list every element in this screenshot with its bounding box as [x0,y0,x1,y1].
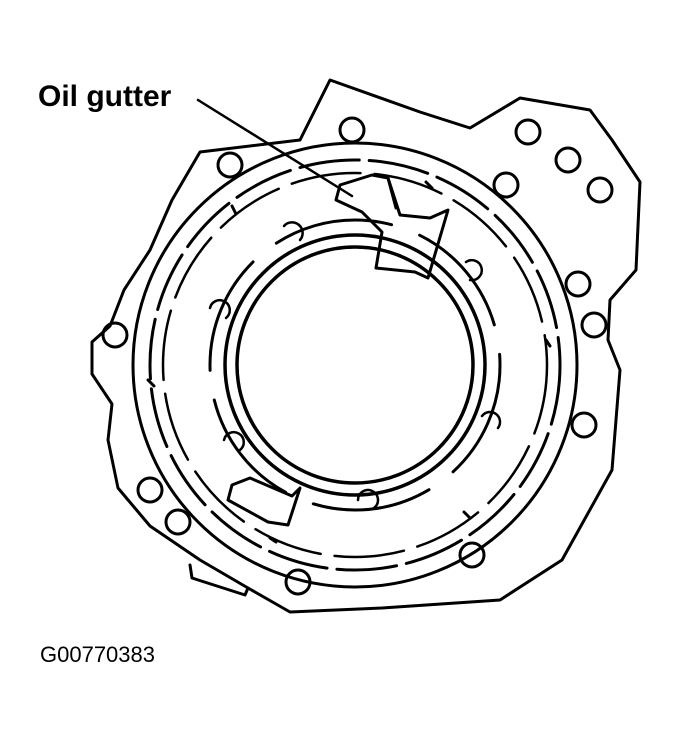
rib-lower-left [226,476,302,527]
bore-outer [223,233,487,497]
flange-bolt-holes [101,116,614,596]
seal-groove-inner [161,171,549,559]
hub-flange-ring [208,218,502,512]
callout-leader-line [196,98,354,198]
oil-gutter-label: Oil gutter [38,80,172,113]
housing-outline [90,78,642,614]
bore-inner [235,245,475,485]
housing-tab [188,563,250,597]
oil-gutter-edge [386,176,398,210]
seal-groove-outer [148,158,562,572]
groove-marks [146,180,552,544]
figure-id: G00770383 [40,642,155,667]
inner-bolt-holes [208,221,502,510]
